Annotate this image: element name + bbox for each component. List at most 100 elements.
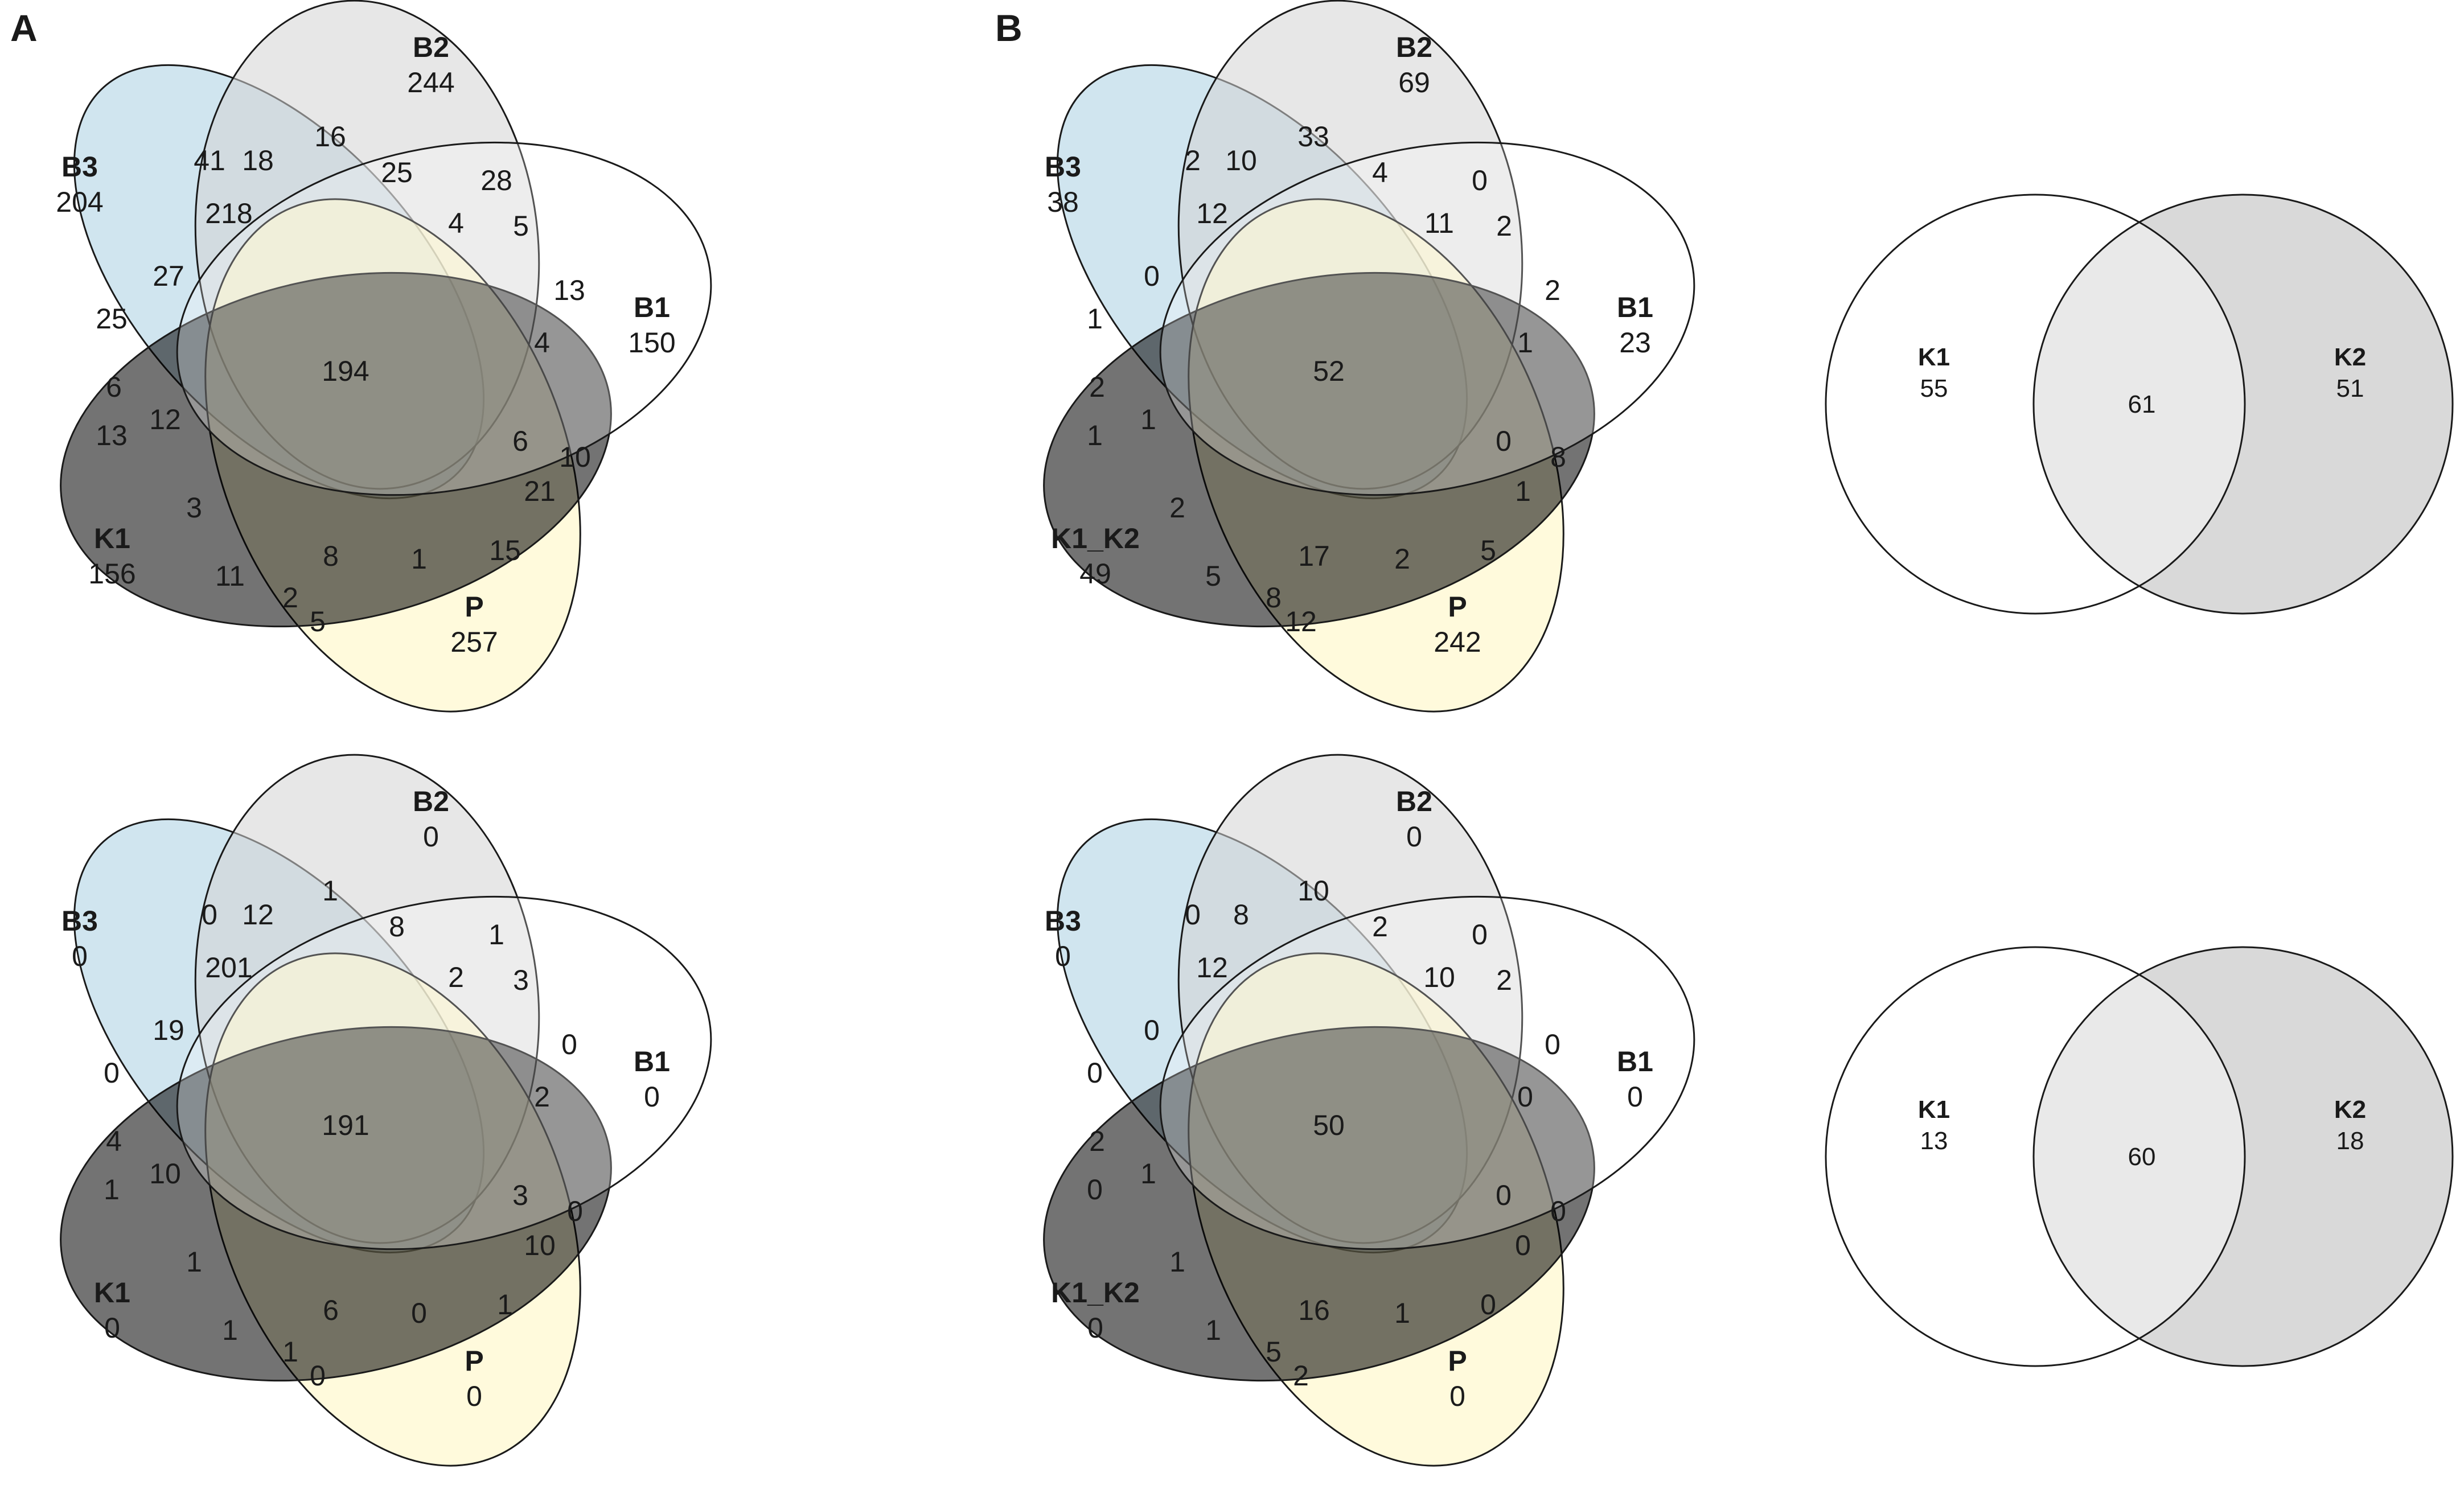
- region-count: 1: [1169, 1246, 1185, 1278]
- region-count: 1: [488, 919, 504, 951]
- region-count: 5: [1480, 534, 1496, 566]
- region-count: 8: [323, 540, 339, 572]
- set-count-k: 0: [104, 1312, 120, 1344]
- region-count: 3: [512, 1179, 528, 1211]
- overlap-fill: [2034, 195, 2245, 614]
- set-label-b1: B1: [634, 1046, 670, 1077]
- set-count-k: 0: [1087, 1312, 1103, 1344]
- region-count: 13: [96, 419, 128, 451]
- region-count: 15: [489, 534, 521, 566]
- region-count: 2: [1185, 145, 1201, 176]
- region-count: 0: [561, 1029, 577, 1060]
- region-count: 218: [205, 198, 252, 229]
- set-label-p: P: [465, 1345, 483, 1377]
- region-count: 1: [322, 875, 338, 907]
- set-count-b2: 0: [1406, 821, 1422, 853]
- region-count: 12: [149, 404, 181, 435]
- region-count: 19: [153, 1014, 184, 1046]
- set-label-b1: B1: [634, 291, 670, 323]
- region-count: 17: [1298, 540, 1330, 572]
- region-count: 10: [1423, 961, 1455, 993]
- region-count: 1: [1140, 1158, 1156, 1190]
- region-count: 6: [106, 371, 122, 403]
- set-count-left: 55: [1920, 375, 1948, 402]
- region-count: 2: [1496, 964, 1512, 996]
- region-count: 5: [513, 210, 529, 242]
- panel-label-a: A: [10, 7, 38, 49]
- set-label-right: K2: [2334, 343, 2366, 371]
- set-count-p: 0: [1449, 1380, 1465, 1412]
- circle-left: [1825, 946, 2246, 1367]
- circle-right: [2032, 194, 2454, 615]
- region-count: 3: [513, 964, 529, 996]
- ellipse-k: [60, 272, 612, 628]
- set-label-p: P: [1448, 591, 1467, 623]
- region-count: 0: [1087, 1174, 1103, 1206]
- region-count: 16: [1298, 1294, 1330, 1326]
- set-label-b3: B3: [1045, 905, 1081, 937]
- region-count: 8: [1550, 441, 1566, 473]
- set-count-b1: 0: [1627, 1081, 1643, 1113]
- region-count: 27: [153, 260, 184, 292]
- set-count-b1: 0: [644, 1081, 660, 1113]
- region-count: 5: [310, 606, 326, 637]
- ellipse-b1: [176, 141, 712, 496]
- region-count: 6: [512, 425, 528, 457]
- region-count: 11: [1424, 207, 1454, 239]
- region-count: 1: [1140, 404, 1156, 435]
- region-count: 0: [1545, 1029, 1560, 1060]
- region-count: 2: [1496, 210, 1512, 242]
- set-count-b1: 23: [1619, 327, 1651, 359]
- region-count: 5: [1205, 560, 1221, 592]
- overlap-count: 60: [2128, 1143, 2156, 1171]
- region-count: 1: [1517, 327, 1533, 359]
- ellipse-k: [1043, 272, 1595, 628]
- region-count: 0: [411, 1297, 427, 1329]
- region-count: 0: [1496, 425, 1512, 457]
- region-count: 2: [1169, 492, 1185, 524]
- region-count: 10: [1297, 875, 1329, 907]
- region-count: 21: [524, 475, 556, 507]
- region-count: 0: [1550, 1195, 1566, 1227]
- set-label-k: K1_K2: [1051, 523, 1140, 554]
- region-count: 2: [1089, 371, 1105, 403]
- region-count: 0: [567, 1195, 583, 1227]
- region-count: 1: [282, 1336, 298, 1368]
- region-count: 10: [524, 1229, 556, 1261]
- region-count: 16: [314, 121, 346, 153]
- region-count: 1: [186, 1246, 202, 1278]
- ellipse-b1: [1159, 141, 1695, 496]
- region-count: 1: [104, 1174, 120, 1206]
- region-count: 28: [481, 164, 512, 196]
- circle-right: [2032, 946, 2454, 1367]
- set-label-b1: B1: [1617, 291, 1653, 323]
- set-count-b2: 244: [407, 67, 454, 98]
- region-count: 194: [322, 355, 369, 387]
- region-count: 10: [1225, 145, 1257, 176]
- region-count: 12: [1285, 606, 1317, 637]
- region-count: 0: [1496, 1179, 1512, 1211]
- ellipse-k: [1043, 1026, 1595, 1382]
- set-count-k: 49: [1079, 558, 1111, 590]
- region-count: 8: [1266, 582, 1282, 614]
- region-count: 1: [1394, 1297, 1410, 1329]
- region-count: 10: [559, 441, 591, 473]
- set-label-b2: B2: [1396, 785, 1432, 817]
- ellipse-b1: [1159, 895, 1695, 1250]
- set-label-left: K1: [1918, 343, 1950, 371]
- set-label-p: P: [1448, 1345, 1467, 1377]
- set-count-right: 18: [2336, 1127, 2364, 1155]
- region-count: 1: [1087, 419, 1103, 451]
- region-count: 13: [553, 274, 585, 306]
- region-count: 8: [1233, 899, 1249, 931]
- region-count: 0: [1144, 1014, 1160, 1046]
- region-count: 2: [1394, 543, 1410, 575]
- set-label-b3: B3: [1045, 151, 1081, 183]
- region-count: 33: [1297, 121, 1329, 153]
- set-label-b3: B3: [61, 151, 98, 183]
